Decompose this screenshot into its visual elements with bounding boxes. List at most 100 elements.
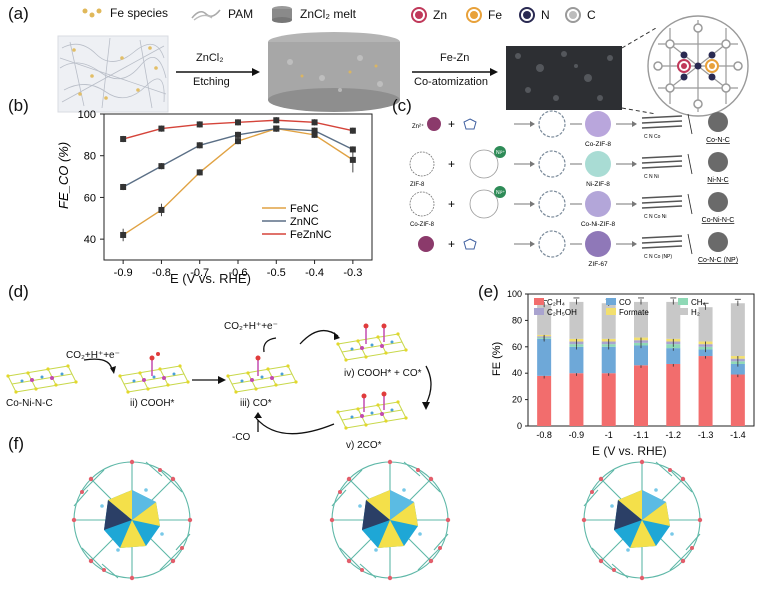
polymer-icon (191, 9, 221, 21)
legend-item-c: C (564, 6, 596, 24)
plus-sign: + (448, 157, 455, 171)
arrowhead (632, 121, 637, 127)
data-point (196, 169, 203, 176)
data-point (311, 119, 318, 126)
divider (687, 233, 693, 255)
mech-step-top-label: CO₂+H⁺+e⁻ (224, 321, 278, 332)
y-tick-label: 40 (512, 368, 522, 378)
catalyst-sheet (5, 363, 79, 395)
n-atom-icon (519, 7, 535, 23)
product-label: Co-N-C (NP) (698, 257, 738, 264)
atom-key: C N Co Ni (644, 214, 667, 220)
atomic-structure-inset (647, 15, 749, 117)
arrowhead (632, 161, 637, 167)
zif-particle (469, 149, 499, 179)
panel-f-label: (f) (8, 434, 25, 453)
bar-segment (730, 303, 745, 357)
crystal-structures (71, 459, 703, 581)
legend-item-fe: Fe (465, 6, 502, 24)
data-point (120, 136, 127, 143)
mech-release-label: -CO (232, 432, 251, 443)
panel-b-label: (b) (8, 96, 29, 115)
legend-a: Fe species PAM ZnCl₂ melt Zn Fe N C (80, 6, 720, 28)
y-tick-label: 0 (517, 421, 522, 431)
product-label: Ni-N-C (707, 177, 728, 184)
legend-item-zn: Zn (410, 6, 447, 24)
y-tick-label: 100 (507, 289, 522, 299)
data-point (311, 131, 318, 138)
x-tick-label: -0.8 (536, 430, 552, 440)
data-point (158, 163, 165, 170)
carbon-layer (641, 115, 683, 119)
arrow-1-bottom-label: Etching (193, 76, 230, 88)
imidazole-linker (463, 118, 477, 130)
catalyst-sheet (117, 363, 191, 395)
legend-label: C (587, 8, 596, 22)
legend-label: Formate (619, 308, 649, 317)
x-tick-label: -0.4 (305, 267, 324, 279)
legend-swatch (678, 298, 688, 305)
mech-step-iv-label: iv) COOH* + CO* (344, 368, 422, 379)
zif-cage (409, 191, 435, 217)
legend-item-n: N (518, 6, 550, 24)
metal-ion (427, 117, 441, 131)
x-tick-label: -0.7 (190, 267, 209, 279)
x-tick-label: -1.3 (698, 430, 714, 440)
data-point (235, 119, 241, 126)
product-label: Co-N-C (706, 137, 730, 144)
y-tick-label: 20 (512, 395, 522, 405)
framework-cluster (538, 150, 566, 178)
bar-segment (634, 365, 648, 426)
legend-label: N (541, 8, 550, 22)
legend-swatch (678, 308, 688, 315)
carbon-layer (641, 200, 683, 204)
ion-label: Zn²⁺ (412, 123, 424, 130)
crystal-cluster-1 (71, 459, 193, 581)
data-point (196, 142, 203, 149)
mof-label: Co-ZIF-8 (585, 141, 611, 148)
arrowhead (530, 121, 535, 127)
plus-sign: + (448, 237, 455, 251)
divider (687, 193, 693, 215)
bar-segment (537, 338, 552, 376)
mof-label: ZIF-67 (588, 261, 608, 268)
data-point (273, 125, 280, 132)
product-sphere (708, 232, 728, 252)
plus-sign: + (448, 117, 455, 131)
carbon-layer (641, 165, 683, 169)
x-tick-label: -0.8 (152, 267, 171, 279)
legend-label: CH₄ (691, 298, 706, 307)
imidazole-linker (463, 238, 477, 250)
arrowhead (530, 161, 535, 167)
data-point (235, 131, 241, 138)
y-tick-label: 80 (84, 151, 96, 163)
legend-item-pam: PAM (190, 6, 253, 22)
legend-label: C₂H₅OH (547, 308, 577, 317)
panel-e-label: (e) (478, 282, 499, 301)
data-point (235, 138, 241, 145)
catalyst-sheet (225, 363, 299, 395)
carbon-layer (641, 240, 683, 244)
zif-cage (409, 151, 435, 177)
legend-label: CO (619, 298, 631, 307)
legend-swatch (606, 308, 616, 315)
y-axis-label: FE (%) (491, 342, 503, 376)
legend-label: ZnCl₂ melt (300, 7, 356, 21)
arrowhead (632, 201, 637, 207)
carbon-layer (641, 195, 683, 199)
data-point (196, 121, 203, 128)
cylinder-icon (272, 6, 292, 23)
mech-step-v-label: v) 2CO* (346, 440, 382, 451)
bar-segment (537, 375, 552, 426)
y-tick-label: 60 (512, 342, 522, 352)
atom-key: C N Co (NP) (644, 254, 672, 260)
y-axis-label: FE_CO (%) (56, 142, 71, 209)
panel-c-label: (c) (392, 96, 412, 115)
product-sphere (708, 192, 728, 212)
y-tick-label: 80 (512, 315, 522, 325)
bar-segment (569, 373, 584, 426)
legend-item-fe-species: Fe species (80, 6, 168, 20)
plus-sign: + (448, 197, 455, 211)
arrow-2-bottom-label: Co-atomization (414, 76, 488, 88)
panel-a-label: (a) (8, 4, 29, 23)
